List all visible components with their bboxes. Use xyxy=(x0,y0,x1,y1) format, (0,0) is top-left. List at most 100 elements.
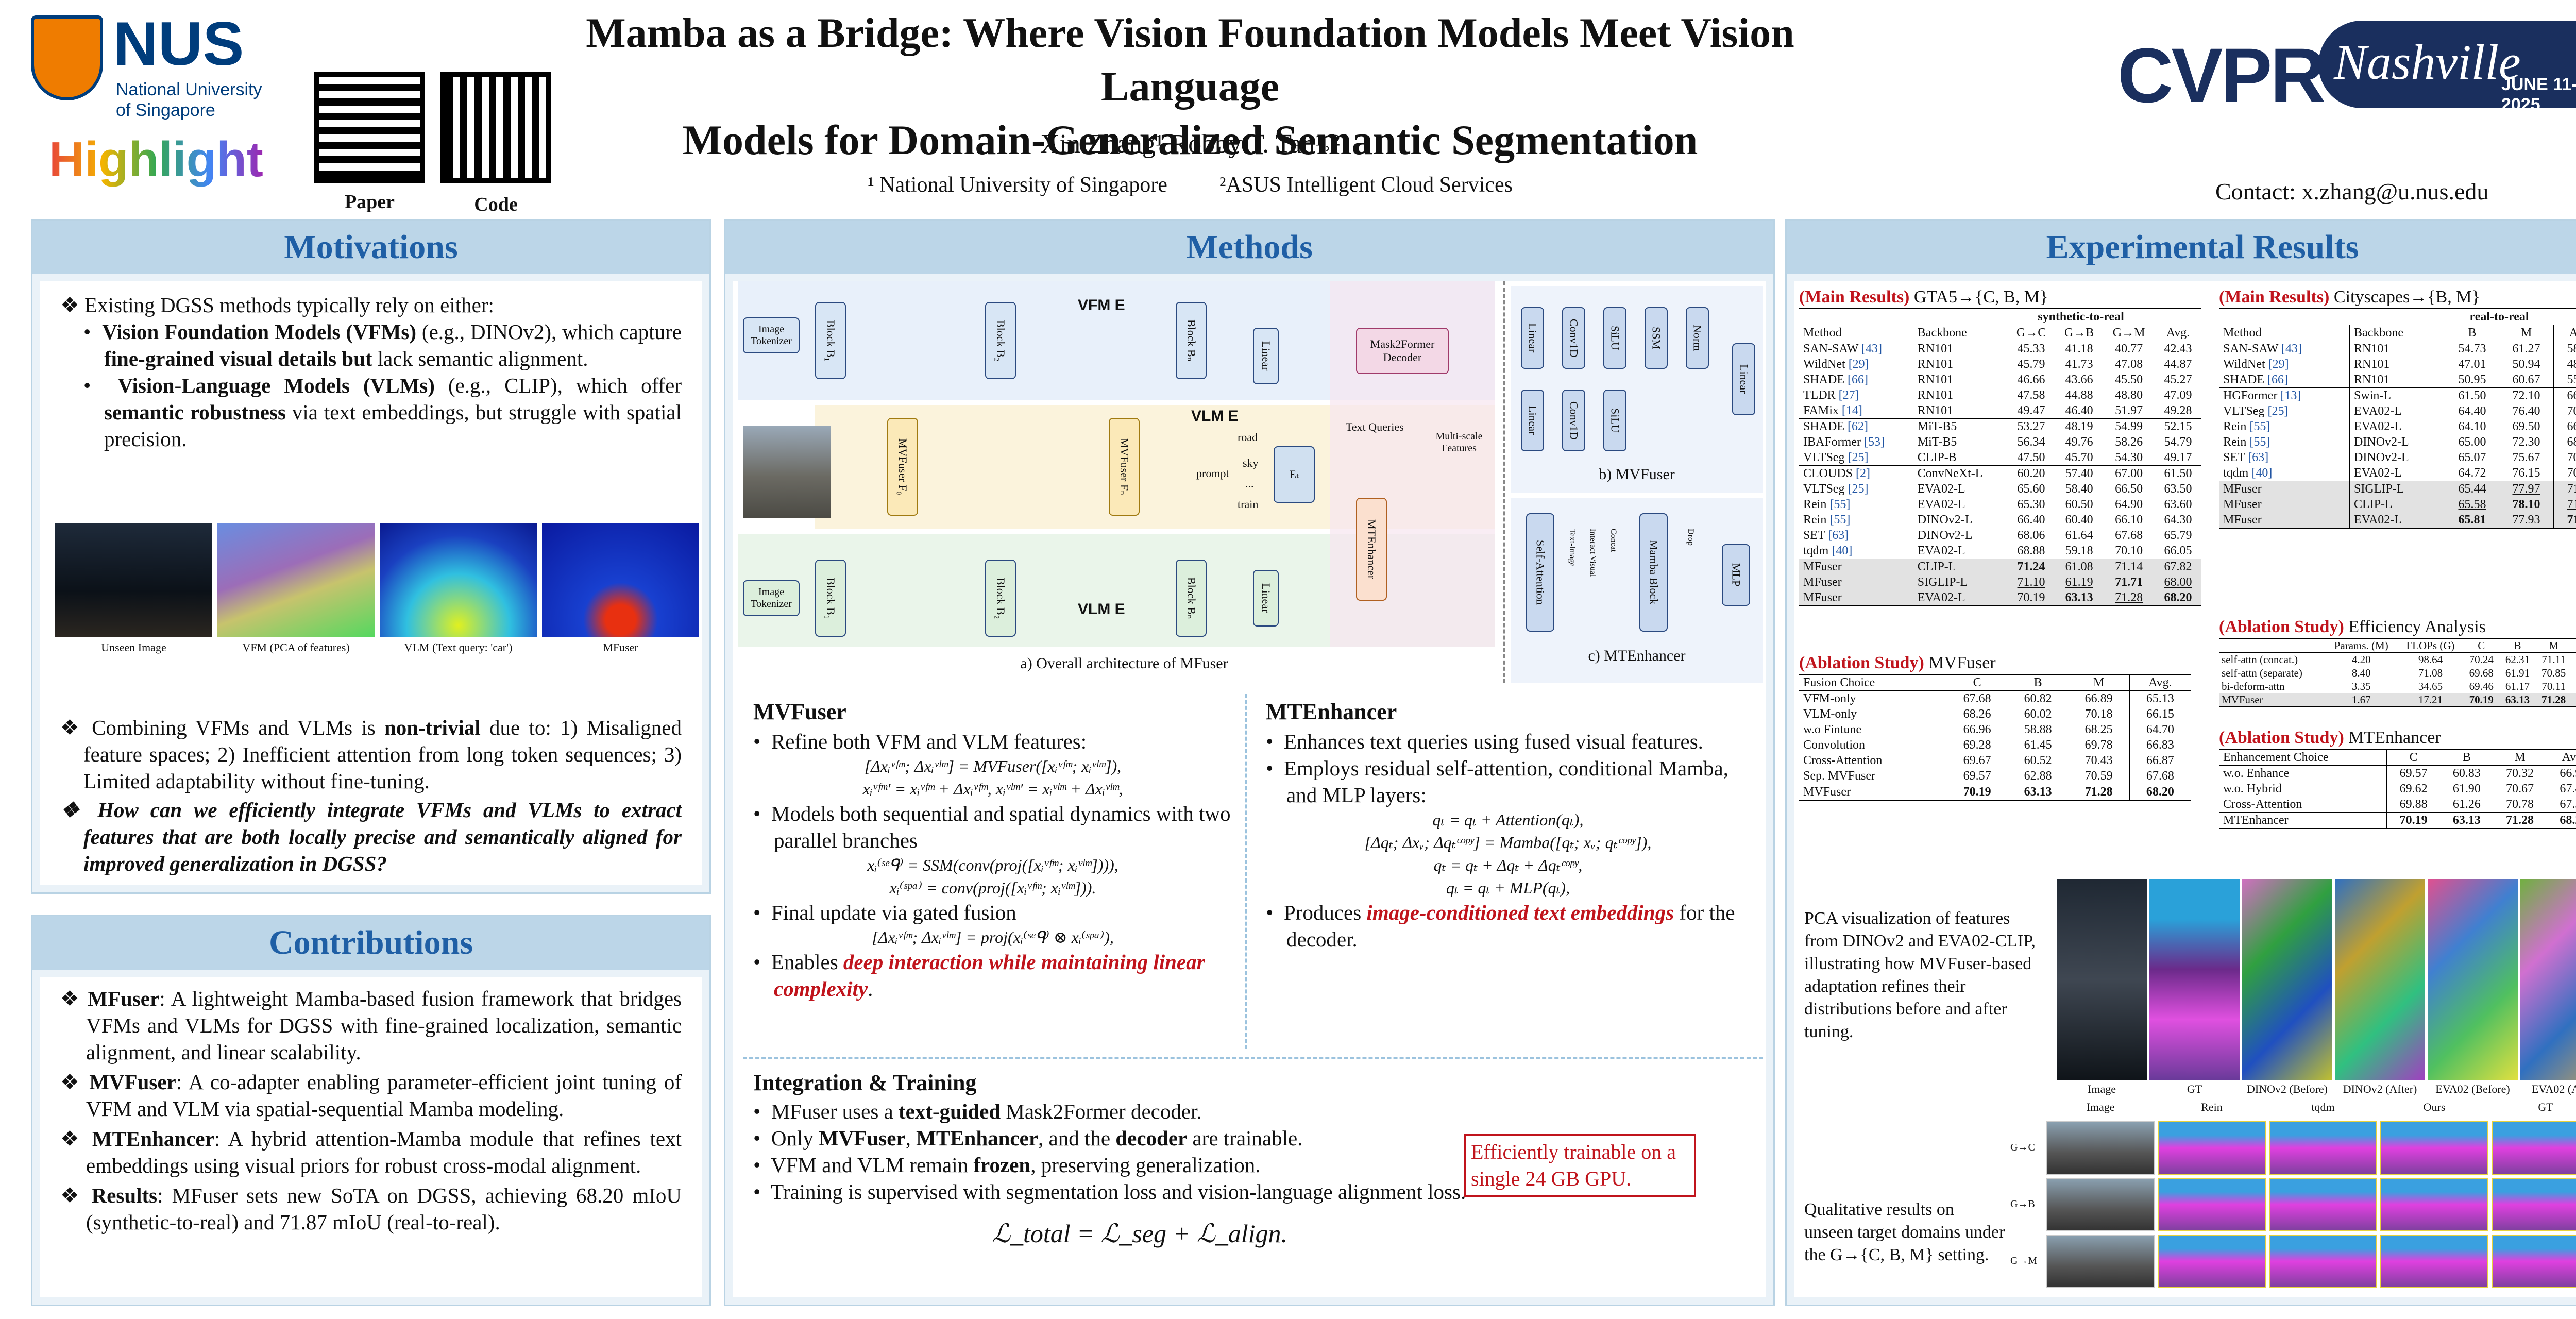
table-cell: MVFuser xyxy=(2222,694,2263,706)
table-cell: DINOv2-L xyxy=(1912,528,2007,543)
table-header-cell: Params. (M) xyxy=(2324,638,2398,653)
table-cell: 61.17 xyxy=(2505,680,2530,692)
table-header-cell: M xyxy=(2499,325,2554,341)
table-cell: Rein [55] xyxy=(2223,420,2270,433)
table-header-cell: G→C xyxy=(2006,325,2056,341)
table-cell: w.o. Hybrid xyxy=(2223,782,2282,796)
table-cell: 71.28 xyxy=(2084,785,2113,799)
qual-image xyxy=(2046,1178,2155,1231)
table-group-row: real-to-real xyxy=(2219,309,2576,325)
table-cell: 71.87 xyxy=(2553,512,2576,528)
table-cell: self-attn (separate) xyxy=(2222,667,2302,679)
cvpr-script: Nashville xyxy=(2334,35,2521,90)
table-cell: tqdm [40] xyxy=(1803,544,1853,557)
mfuser-image xyxy=(542,523,699,637)
mte-mamba-block: Mamba Block xyxy=(1639,513,1668,632)
table-cell: 66.96 xyxy=(1946,722,2008,737)
table-cell: 48.98 xyxy=(2553,357,2576,372)
pca-dinov2-after xyxy=(2335,879,2425,1080)
table-cell: EVA02-L xyxy=(2349,419,2445,434)
mvfuser-N: MVFuser Fₙ xyxy=(1109,418,1140,516)
qual-image xyxy=(2269,1235,2377,1288)
table-group-cell xyxy=(2155,309,2201,325)
mvf-linear-2: Linear xyxy=(1521,390,1544,451)
table-cell: 65.60 xyxy=(2006,481,2056,497)
table-header-cell: M xyxy=(2068,674,2130,691)
table-cell: 60.82 xyxy=(2024,692,2052,705)
table-cell: 70.59 xyxy=(2084,769,2113,783)
linear-top: Linear xyxy=(1253,328,1279,384)
table-cell: Sep. MVFuser xyxy=(1803,769,1876,783)
qual-image xyxy=(2380,1235,2488,1288)
mask2former-decoder: Mask2Former Decoder xyxy=(1356,328,1449,374)
qual-row-label: G→M xyxy=(2010,1255,2038,1266)
table-group-row: synthetic-to-real xyxy=(1799,309,2201,325)
qual-image xyxy=(2158,1235,2266,1288)
table-cell: RN101 xyxy=(1912,403,2007,419)
table-cell: 58.88 xyxy=(2024,723,2052,736)
table-cell: bi-deform-attn xyxy=(2222,680,2285,692)
table-cell: 69.57 xyxy=(2386,765,2441,781)
table-cell: 67.40 xyxy=(2546,781,2576,797)
table-cell: 67.68 xyxy=(2129,768,2191,784)
table-cell: 47.08 xyxy=(2115,358,2143,371)
mte-mlp: MLP xyxy=(1722,544,1750,606)
table-cell: 57.40 xyxy=(2065,467,2093,480)
table-cell: 67.48 xyxy=(2572,666,2576,680)
table-cell: 61.91 xyxy=(2505,667,2530,679)
table-cell: 63.50 xyxy=(2155,481,2201,497)
table-header-cell: M xyxy=(2535,638,2572,653)
table-cell: TLDR [27] xyxy=(1803,388,1859,402)
table-cell: MFuser xyxy=(1803,576,1842,589)
ablation-mvfuser-caption: (Ablation Study) MVFuser xyxy=(1799,653,1996,672)
table-group-cell xyxy=(1913,309,2007,325)
qr-paper-icon[interactable] xyxy=(310,68,429,187)
table-cell: 68.20 xyxy=(2546,812,2576,828)
table-cell: 70.78 xyxy=(2506,798,2534,811)
text-encoder: Eₜ xyxy=(1274,446,1315,503)
table-cell: 46.66 xyxy=(2006,372,2056,387)
motivation-challenges: ❖ Combining VFMs and VLMs is non-trivial… xyxy=(60,716,682,793)
contact[interactable]: Contact: x.zhang@u.nus.edu xyxy=(2215,178,2489,205)
table-cell: 60.67 xyxy=(2512,373,2540,386)
table-header-cell: Avg. xyxy=(2155,325,2201,341)
table-cell: 69.88 xyxy=(2386,797,2441,813)
table-cell: 66.40 xyxy=(2006,512,2056,528)
table-cell: tqdm [40] xyxy=(2223,466,2273,480)
mvfuser-eq3: [Δxᵢᵛᶠᵐ; Δxᵢᵛˡᵐ] = proj(xᵢ⁽ˢᵉᑫ⁾ ⊗ xᵢ⁽ˢᵖᵃ… xyxy=(872,928,1114,946)
vfm-pca-image xyxy=(217,523,375,637)
table-cell: 66.10 xyxy=(2115,513,2143,527)
table-cell: 70.37 xyxy=(2553,450,2576,465)
table-cell: 49.47 xyxy=(2006,403,2056,419)
table-cell: 61.26 xyxy=(2452,798,2481,811)
pca-text: PCA visualization of features from DINOv… xyxy=(1804,909,2036,1041)
pca-cap-gt: GT xyxy=(2187,1083,2202,1095)
table-cell: RN101 xyxy=(1912,387,2007,403)
motivation-intro: ❖ Existing DGSS methods typically rely o… xyxy=(60,293,494,317)
title-line1: Mamba as a Bridge: Where Vision Foundati… xyxy=(586,9,1794,110)
table-cell: WildNet [29] xyxy=(1803,358,1869,371)
qr-code-icon[interactable] xyxy=(436,68,555,187)
nus-wordmark: NUS xyxy=(113,9,244,78)
table-cell: 64.72 xyxy=(2445,465,2499,481)
mte-self-attention: Self-Attention xyxy=(1526,513,1554,632)
table-cell: 66.91 xyxy=(2572,680,2576,693)
results-body: (Main Results) GTA5→{C, B, M} synthetic-… xyxy=(1794,281,2576,1297)
table-cell: 70.19 xyxy=(2006,590,2056,606)
table-group-cell xyxy=(2350,309,2445,325)
table-header-cell: G→B xyxy=(2055,325,2104,341)
table-cell: SAN-SAW [43] xyxy=(1803,342,1882,356)
table-header-cell: Method xyxy=(2219,325,2350,341)
ablation-mtenhancer-caption: (Ablation Study) MTEnhancer xyxy=(2219,728,2441,747)
table-cell: 69.67 xyxy=(1946,753,2008,768)
table-cell: 69.57 xyxy=(1946,768,2008,784)
guitar-icon xyxy=(2318,21,2576,108)
table-cell: 78.10 xyxy=(2512,498,2540,511)
mvfuser-eq2: xᵢ⁽ˢᵉᑫ⁾ = SSM(conv(proj([xᵢᵛᶠᵐ; xᵢᵛˡᵐ]))… xyxy=(867,856,1118,897)
